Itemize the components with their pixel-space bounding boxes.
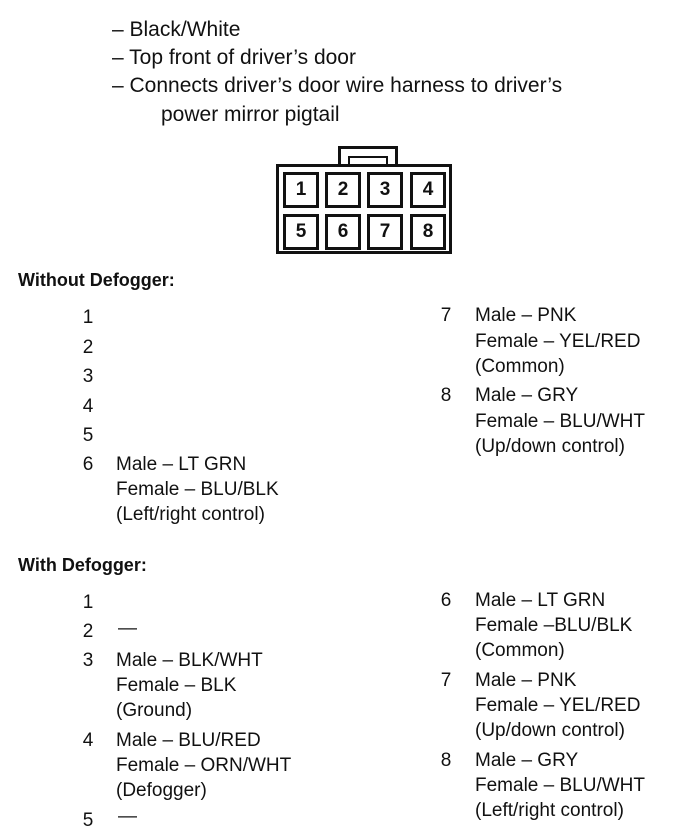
pin-8-note: (Up/down control) <box>475 436 625 457</box>
pin-8-note: (Left/right control) <box>475 800 624 821</box>
connects-line-1: – Connects driver’s door wire harness to… <box>112 74 563 97</box>
pin-number: 4 <box>82 730 94 751</box>
pin-number: 4 <box>82 396 94 417</box>
pin-7-note: (Common) <box>475 356 565 377</box>
pin-2: 2 <box>325 172 361 208</box>
connector-latch-inner <box>348 156 388 166</box>
pin-number: 3 <box>82 650 94 671</box>
section-title-with-defogger: With Defogger: <box>18 555 147 575</box>
pin-6-male: Male – LT GRN <box>475 590 606 611</box>
section-title-without-defogger: Without Defogger: <box>18 270 175 290</box>
pin-4-male: Male – BLU/RED <box>116 730 261 751</box>
pin-2-empty: — <box>118 618 137 639</box>
pin-number: 2 <box>82 621 94 642</box>
pin-number: 6 <box>82 454 94 475</box>
pin-number: 6 <box>440 590 452 611</box>
wire-color-line: – Black/White <box>112 18 241 41</box>
connector-body: 1 2 3 4 5 6 7 8 <box>276 164 452 254</box>
pin-number: 1 <box>82 592 94 613</box>
pin-3-female: Female – BLK <box>116 675 237 696</box>
pin-number: 2 <box>82 337 94 358</box>
pin-number: 5 <box>82 810 94 831</box>
pin-4-note: (Defogger) <box>116 780 207 801</box>
pin-number: 7 <box>440 670 452 691</box>
connects-line-2: power mirror pigtail <box>161 103 340 126</box>
pin-number: 7 <box>440 305 452 326</box>
pin-3-note: (Ground) <box>116 700 193 721</box>
pin-1: 1 <box>283 172 319 208</box>
pin-number: 1 <box>82 307 94 328</box>
pin-number: 8 <box>440 385 452 406</box>
pin-7-female: Female – YEL/RED <box>475 695 641 716</box>
pin-number: 3 <box>82 366 94 387</box>
pin-number: 5 <box>82 425 94 446</box>
pin-4-female: Female – ORN/WHT <box>116 755 292 776</box>
pin-7-female: Female – YEL/RED <box>475 331 641 352</box>
pin-5: 5 <box>283 214 319 250</box>
pin-6: 6 <box>325 214 361 250</box>
pin-8-female: Female – BLU/WHT <box>475 411 645 432</box>
pin-8-female: Female – BLU/WHT <box>475 775 645 796</box>
pin-8-male: Male – GRY <box>475 750 579 771</box>
pin-6-female: Female –BLU/BLK <box>475 615 633 636</box>
pin-6-note: (Common) <box>475 640 565 661</box>
pin-7-note: (Up/down control) <box>475 720 625 741</box>
pin-number: 8 <box>440 750 452 771</box>
pin-3-male: Male – BLK/WHT <box>116 650 263 671</box>
pin-7-male: Male – PNK <box>475 670 577 691</box>
pin-6-male: Male – LT GRN <box>116 454 247 475</box>
pin-7-male: Male – PNK <box>475 305 577 326</box>
pin-4: 4 <box>410 172 446 208</box>
pin-3: 3 <box>367 172 403 208</box>
pin-8: 8 <box>410 214 446 250</box>
pin-7: 7 <box>367 214 403 250</box>
connector-latch <box>338 146 398 166</box>
pin-5-empty: — <box>118 806 137 827</box>
pin-6-note: (Left/right control) <box>116 504 265 525</box>
location-line: – Top front of driver’s door <box>112 46 356 69</box>
pin-8-male: Male – GRY <box>475 385 579 406</box>
pin-6-female: Female – BLU/BLK <box>116 479 279 500</box>
